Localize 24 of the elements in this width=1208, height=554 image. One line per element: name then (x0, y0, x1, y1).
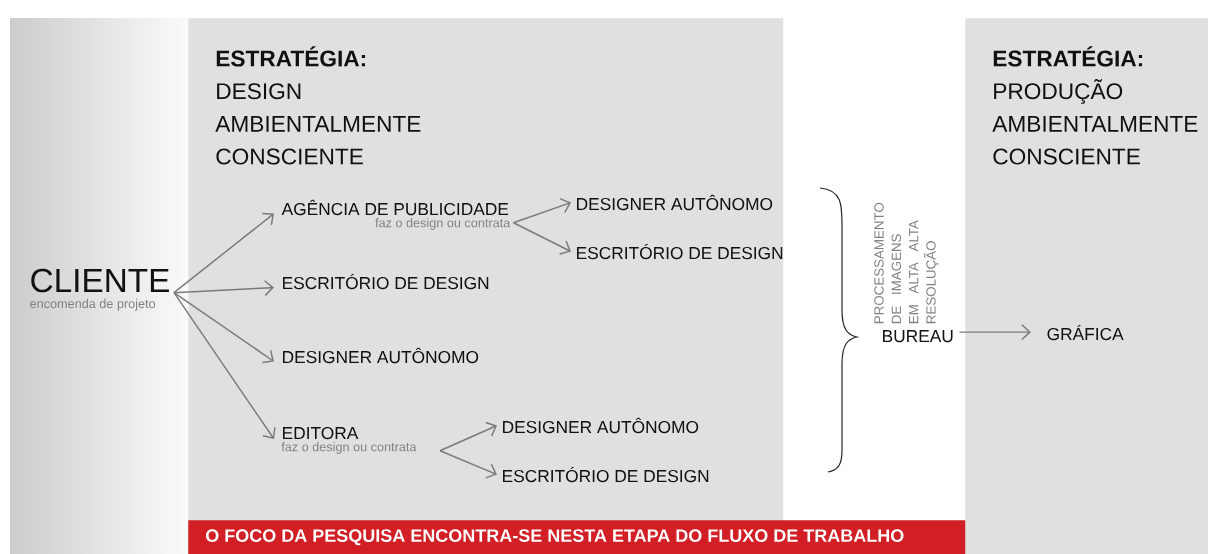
arrow (173, 291, 276, 440)
step-label: EDITORA (283, 426, 359, 440)
step-label: DESIGNER AUTÔNOMO (577, 194, 773, 211)
annotation-text: faz o design ou contrata (281, 442, 417, 454)
step-label: ESCRITÓRIO DE DESIGN (503, 466, 709, 483)
arrow (512, 222, 571, 255)
arrow (439, 450, 497, 479)
highlight-banner: O FOCO DA PESQUISA ENCONTRA-SE NESTA ETAPA DO FLUXO DE TRABALHO (188, 520, 966, 554)
arrow (173, 279, 274, 297)
arrow (173, 212, 274, 294)
annotation-text: faz o design ou contrata (375, 218, 511, 230)
arrow (958, 324, 1031, 341)
step-label: AGÊNCIA DE PUBLICIDADE (281, 199, 509, 216)
client-label: CLIENTE encomenda de projeto (30, 268, 169, 311)
arrow (173, 291, 274, 364)
rotated-note: PROCESSAMENTO DE IMAGENS EM ALTA ALTA RESOLUÇÃO (874, 202, 939, 324)
arrow (439, 421, 497, 452)
step-label: BUREAU (883, 330, 953, 343)
step-label: ESCRITÓRIO DE DESIGN (577, 243, 783, 260)
step-label: DESIGNER AUTÔNOMO (503, 417, 699, 434)
arrow (512, 197, 571, 224)
step-label: DESIGNER AUTÔNOMO (283, 347, 479, 364)
step-label: GRÁFICA (1047, 324, 1124, 341)
step-label: ESCRITÓRIO DE DESIGN (283, 273, 489, 290)
